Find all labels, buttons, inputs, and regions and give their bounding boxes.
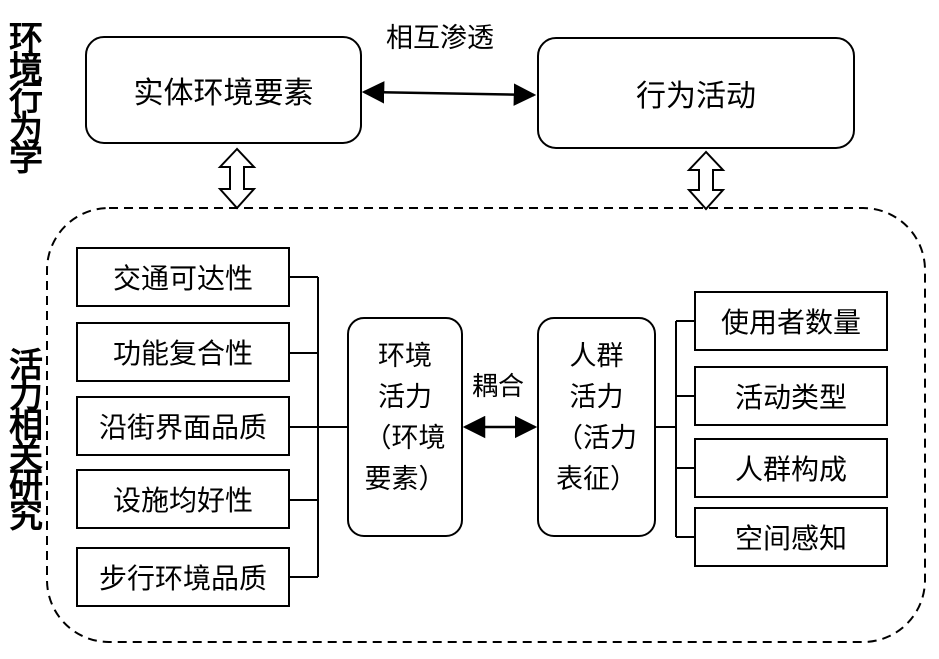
side-label-bottom-char: 究 <box>9 496 43 536</box>
center-left-text-line: 环境 <box>378 341 432 372</box>
left-factor-box-5 <box>76 547 290 607</box>
left-factor-label-4: 设施均好性 <box>112 484 253 517</box>
left-factor-box-1 <box>76 247 290 307</box>
mutual-penetration-label: 相互渗透 <box>386 23 494 54</box>
left-factor-box-2 <box>76 322 290 382</box>
side-label-top-char: 学 <box>9 139 43 179</box>
left-factor-label-3: 沿街界面品质 <box>98 411 267 444</box>
left-factor-label-1: 交通可达性 <box>112 262 253 295</box>
side-label-environmental-behavior: 环境行为学 <box>6 19 46 179</box>
research-region-dashed-border <box>46 207 926 643</box>
environment-vitality-text: 环境活力 （环境要素） <box>348 336 462 500</box>
right-factor-box-4 <box>694 507 888 567</box>
right-factors-bracket <box>655 320 695 538</box>
right-factor-box-1 <box>694 291 888 351</box>
behavior-activity-box <box>537 37 855 149</box>
center-right-text-line: （活力 <box>556 423 637 454</box>
right-factor-box-3 <box>694 438 888 498</box>
mutual-penetration-arrow <box>361 81 537 106</box>
side-label-bottom-char: 研 <box>9 466 43 506</box>
side-label-top-char: 环 <box>9 19 43 59</box>
center-left-text-line: （环境 <box>364 423 446 454</box>
side-label-bottom-char: 活 <box>9 346 43 386</box>
right-factor-label-2: 活动类型 <box>734 381 847 414</box>
behavior-activity-label: 行为活动 <box>636 79 756 114</box>
side-label-top-char: 为 <box>9 109 43 149</box>
right-hollow-double-arrow <box>686 150 726 211</box>
center-right-text-line: 表征） <box>556 464 637 495</box>
left-hollow-double-arrow <box>217 147 257 210</box>
side-label-bottom-char: 力 <box>9 376 43 416</box>
left-factor-box-3 <box>76 396 290 456</box>
center-right-text-line: 人群 <box>569 341 624 372</box>
left-factor-box-4 <box>76 469 290 529</box>
physical-environment-label: 实体环境要素 <box>133 76 314 111</box>
right-factor-label-4: 空间感知 <box>734 522 847 555</box>
environment-vitality-box <box>347 317 463 537</box>
right-factor-label-3: 人群构成 <box>734 453 847 486</box>
center-left-text-line: 活力 <box>378 382 432 413</box>
right-factor-box-2 <box>694 366 888 426</box>
center-right-text-line: 活力 <box>569 382 624 413</box>
center-left-text-line: 要素） <box>364 464 446 495</box>
side-label-bottom-char: 相 <box>9 406 43 446</box>
side-label-top-char: 行 <box>9 79 43 119</box>
side-label-vitality-research: 活力相关研究 <box>6 346 46 536</box>
physical-environment-box <box>85 36 362 144</box>
side-label-top-char: 境 <box>9 49 43 89</box>
coupling-label: 耦合 <box>472 372 525 402</box>
left-factors-bracket <box>289 276 348 578</box>
left-factor-label-2: 功能复合性 <box>112 337 253 370</box>
right-factor-label-1: 使用者数量 <box>720 306 861 339</box>
side-label-bottom-char: 关 <box>9 436 43 476</box>
left-factor-label-5: 步行环境品质 <box>98 562 267 595</box>
crowd-vitality-text: 人群活力 （活力表征） <box>538 336 655 500</box>
